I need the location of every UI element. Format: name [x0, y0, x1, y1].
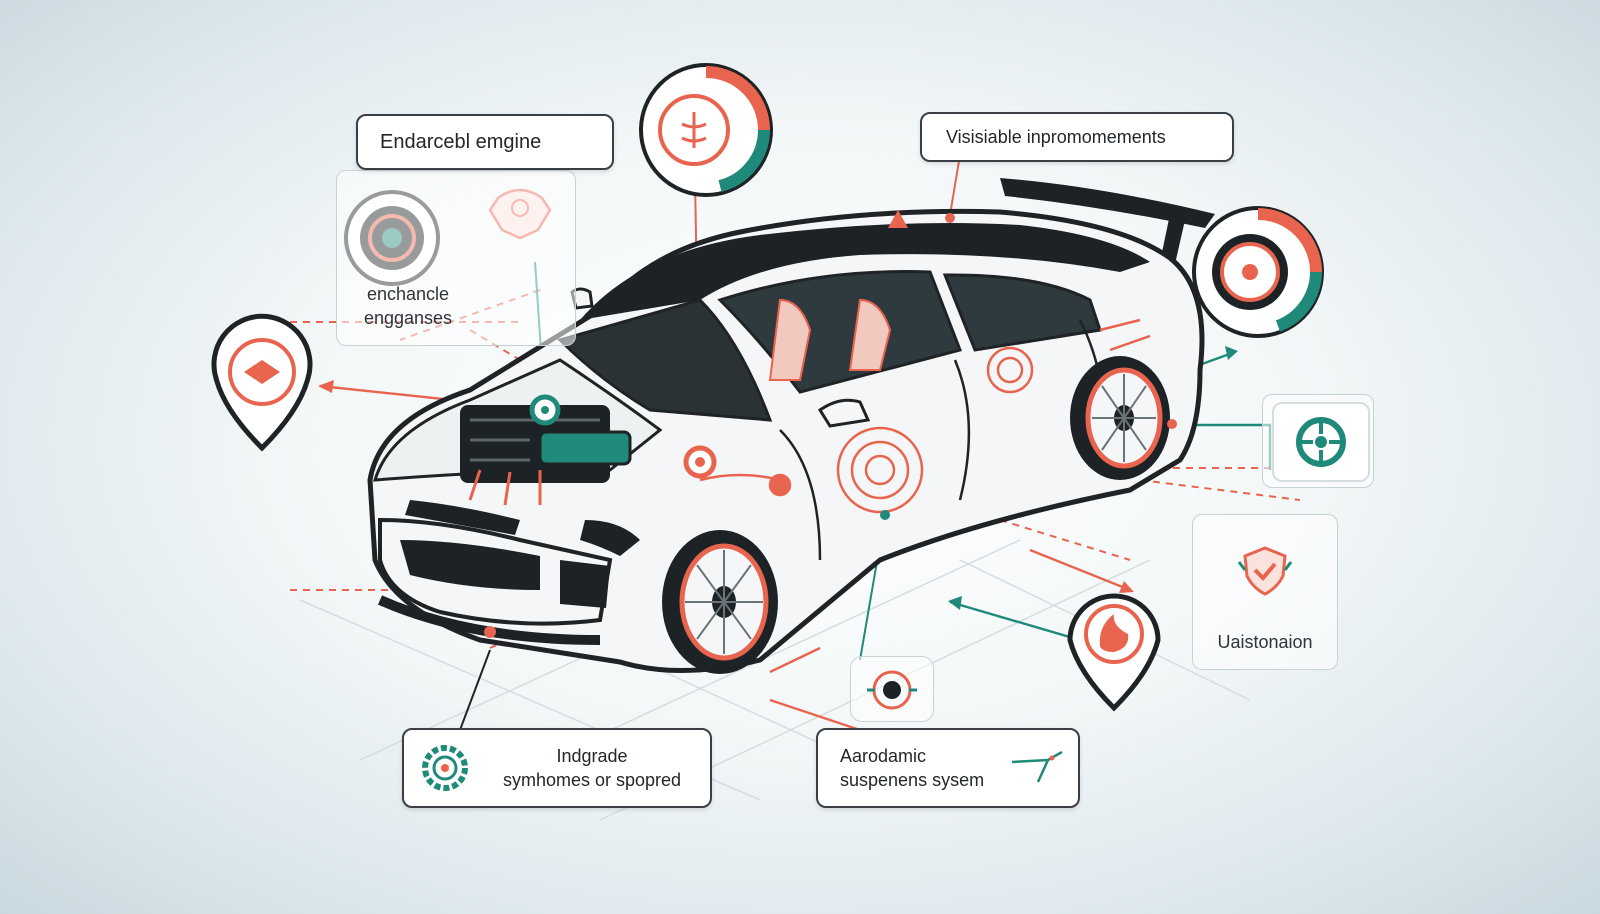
rear-spoiler: [1000, 178, 1215, 264]
side-components: [699, 318, 1151, 514]
callout-dots: [529, 394, 1177, 520]
engine-title-label: Endarcebl emgine: [356, 114, 614, 170]
uaistonaion-text: Uaistonaion: [1196, 632, 1334, 653]
upgrade-line-1: Indgrade: [556, 746, 628, 766]
gear-badge-icon: [420, 743, 470, 793]
visible-improvements-label: Visisiable inpromomements: [920, 112, 1234, 162]
spoiler-sketch-icon: [1008, 748, 1066, 788]
uaistonaion-line: Uaistonaion: [1217, 632, 1313, 652]
aero-label: Aarodamic suspenens sysem: [816, 728, 1080, 808]
engine-gauge-icon: [639, 63, 773, 197]
enchancle-line-1: enchancle: [366, 284, 450, 304]
engine-title-text: Endarcebl emgine: [380, 130, 542, 153]
aero-line-2: suspenens sysem: [840, 770, 985, 790]
sensor-badge-icon: [862, 662, 922, 718]
front-pin-icon: [211, 313, 313, 452]
engine-block: [460, 405, 632, 506]
enchancle-text: enchancle engganses: [346, 282, 470, 330]
aero-line-1: Aarodamic: [840, 746, 927, 766]
visible-improvements-text: Visisiable inpromomements: [946, 126, 1166, 147]
car-body: [367, 208, 1205, 674]
wheel-badge-icon: [1272, 402, 1370, 482]
enchancle-line-2: engganses: [363, 308, 453, 328]
flame-pin-icon: [1067, 593, 1161, 712]
engine-detail-panel: [336, 170, 576, 346]
shield-check-icon: [1232, 540, 1298, 600]
front-wheel: [662, 530, 778, 674]
upgrade-line-2: symhomes or spopred: [502, 770, 682, 790]
upgrade-label: Indgrade symhomes or spopred: [402, 728, 712, 808]
wheel-gauge-icon: [1192, 206, 1324, 338]
rear-wheel: [1070, 356, 1170, 480]
